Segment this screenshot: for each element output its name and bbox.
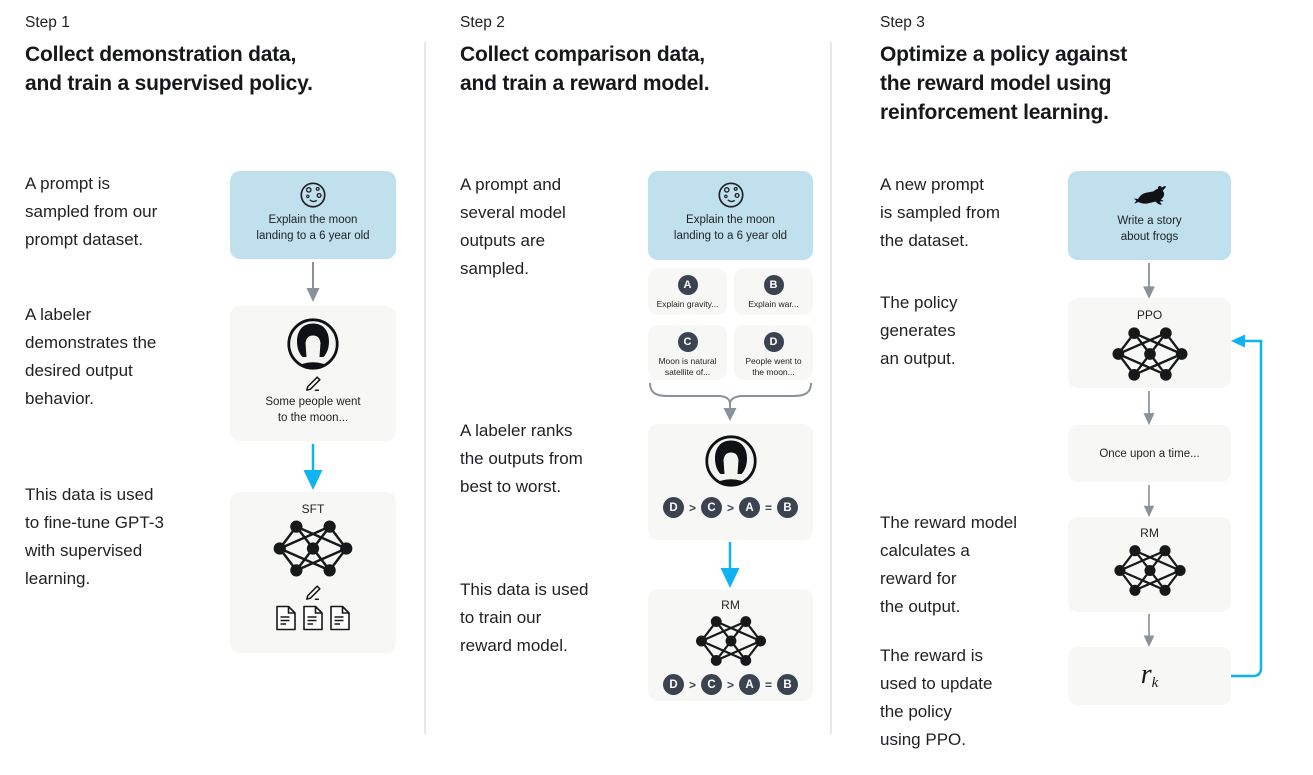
output-card-c: C Moon is natural satellite of...	[648, 325, 727, 380]
ranking-letter-badge: C	[700, 497, 722, 518]
ranking-letter-badge: A	[739, 674, 760, 695]
neural-network-icon	[1110, 326, 1189, 382]
ranking-letter-badge: B	[777, 497, 799, 518]
neural-network-icon	[272, 519, 354, 578]
ranking-letter-badge: D	[662, 674, 684, 695]
step-3-caption-policy: The policy generates an output.	[880, 293, 958, 368]
ranking-letter-badge: C	[700, 674, 722, 695]
ranking-operator: >	[688, 500, 696, 515]
output-card-text: Explain war...	[748, 299, 799, 309]
step-3-title: Optimize a policy against the reward mod…	[880, 43, 1128, 124]
ppo-model-box: PPO	[1068, 298, 1231, 388]
step-2-caption-ranks: A labeler ranks the outputs from best to…	[460, 421, 583, 496]
moon-icon	[717, 182, 744, 208]
labeler-box: Some people went to the moon...	[230, 306, 396, 441]
reward-box: rk	[1068, 647, 1231, 705]
sft-model-box: SFT	[230, 492, 396, 653]
output-card-text: People went to the moon...	[745, 356, 802, 377]
output-card-a: A Explain gravity...	[648, 268, 727, 315]
output-letter-badge: D	[763, 332, 784, 352]
output-card-text: Moon is natural satellite of...	[658, 356, 717, 377]
output-letter-badge: A	[677, 275, 698, 295]
ranking-operator: >	[726, 500, 734, 515]
ranking-operator: >	[688, 677, 696, 692]
ranking-operator: =	[765, 500, 773, 515]
ranking-operator: >	[726, 677, 734, 692]
labeler-ranking-box: D > C > A = B	[648, 424, 813, 540]
step-1-title: Collect demonstration data, and train a …	[25, 43, 313, 95]
ppo-label: PPO	[1136, 308, 1163, 322]
rm-model-box: RM	[1068, 517, 1231, 612]
model-output-text: Once upon a time...	[1099, 447, 1200, 460]
down-arrow-icon	[305, 262, 321, 302]
step-1-label: Step 1	[25, 14, 70, 31]
step-3-caption-reward: The reward model calculates a reward for…	[880, 513, 1018, 616]
ranking-letter-badge: D	[662, 497, 684, 518]
prompt-box: Write a story about frogs	[1068, 171, 1231, 260]
prompt-box: Explain the moon landing to a 6 year old	[648, 171, 813, 260]
step-2-caption-sampled: A prompt and several model outputs are s…	[460, 175, 566, 278]
accent-down-arrow-icon	[719, 542, 741, 588]
column-divider	[424, 42, 426, 734]
output-letter-badge: C	[677, 332, 698, 352]
step-3-caption-prompt: A new prompt is sampled from the dataset…	[880, 175, 1000, 250]
labeler-avatar-icon	[703, 433, 759, 489]
prompt-text: Explain the moon landing to a 6 year old	[256, 214, 370, 242]
step-2-title: Collect comparison data, and train a rew…	[460, 43, 710, 95]
rm-label: RM	[721, 598, 740, 612]
pencil-icon	[306, 376, 321, 392]
neural-network-icon	[1112, 544, 1187, 597]
output-card-text: Explain gravity...	[656, 299, 719, 309]
accent-down-arrow-icon	[302, 444, 324, 490]
frog-icon	[1133, 186, 1166, 205]
documents-icon	[275, 605, 351, 631]
ranking-letter-badge: A	[739, 497, 760, 518]
merge-brace-arrow-icon	[649, 383, 812, 421]
down-arrow-icon	[1142, 391, 1156, 425]
prompt-text: Explain the moon landing to a 6 year old	[673, 214, 788, 242]
down-arrow-icon	[1142, 614, 1156, 647]
ranking-row: D > C > A = B	[662, 674, 799, 695]
step-3-label: Step 3	[880, 14, 925, 31]
sft-label: SFT	[301, 502, 325, 516]
ranking-letter-badge: B	[777, 674, 799, 695]
column-divider	[830, 42, 832, 734]
prompt-text: Write a story about frogs	[1117, 215, 1182, 243]
labeler-avatar-icon	[285, 316, 341, 372]
reward-symbol: rk	[1140, 659, 1159, 692]
model-output-box: Once upon a time...	[1068, 425, 1231, 482]
output-card-d: D People went to the moon...	[734, 325, 813, 380]
ranking-operator: =	[765, 677, 773, 692]
prompt-box: Explain the moon landing to a 6 year old	[230, 171, 396, 259]
down-arrow-icon	[1143, 485, 1155, 517]
step-2-label: Step 2	[460, 14, 505, 31]
rm-model-box: RM D > C > A = B	[648, 589, 813, 701]
rm-label: RM	[1140, 526, 1159, 540]
ranking-row: D > C > A = B	[662, 497, 799, 518]
output-card-b: B Explain war...	[734, 268, 813, 315]
labeler-output-text: Some people went to the moon...	[265, 396, 361, 424]
step-1-caption-labeler: A labeler demonstrates the desired outpu…	[25, 305, 157, 408]
pencil-icon	[306, 585, 321, 601]
moon-icon	[300, 182, 326, 208]
feedback-loop-arrow	[1231, 334, 1263, 678]
down-arrow-icon	[1142, 263, 1156, 299]
step-1-caption-finetune: This data is used to fine-tune GPT-3 wit…	[25, 485, 164, 588]
step-2-caption-train: This data is used to train our reward mo…	[460, 580, 589, 655]
step-1-caption-prompt: A prompt is sampled from our prompt data…	[25, 174, 158, 249]
neural-network-icon	[694, 615, 767, 667]
output-letter-badge: B	[763, 275, 784, 295]
step-3-caption-update: The reward is used to update the policy …	[880, 646, 993, 749]
